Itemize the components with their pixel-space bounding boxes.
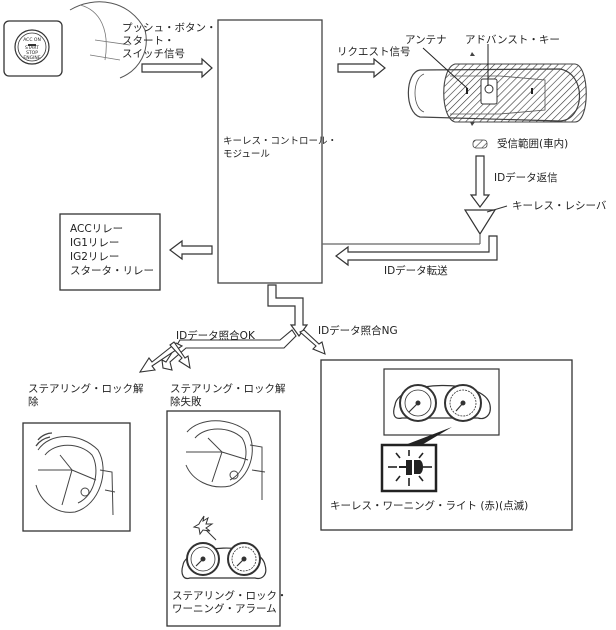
relays-list: ACCリレー IG1リレー IG2リレー スタータ・リレー [70,222,154,278]
id-ng-label: IDデータ照合NG [318,325,398,337]
relay-acc: ACCリレー [70,223,124,235]
push-button-signal-line-2: スタート・ [122,35,175,47]
relay-starter: スタータ・リレー [70,265,154,277]
request-signal-arrow [337,57,386,79]
steering-wheel-icon [35,432,116,516]
push-button-text-1: ACC ON [23,38,41,43]
module-label-line-1: キーレス・コントロール・ [223,136,338,147]
id-reply-arrow [469,155,491,208]
push-button-text: ACC ON START STOP ENGINE [22,38,42,61]
warning-burst-icon [192,515,217,541]
antenna-front-icon [466,88,468,94]
branch-arrow [267,284,309,338]
keyless-control-module [217,19,323,284]
keyless-receiver-icon [463,209,497,236]
relay-ig2: IG2リレー [70,251,120,263]
keyless-receiver-label: キーレス・レシーバ [512,200,607,212]
id-transfer-arrow [335,235,498,267]
instrument-cluster-icon [181,542,267,580]
push-button-illustration [3,1,147,79]
request-signal-label: リクエスト信号 [337,46,411,58]
id-ok-arrow [161,329,297,371]
instrument-cluster-ng-icon [393,384,491,422]
push-button-signal-line-1: プッシュ・ボタン・ [122,22,217,34]
id-ok-label: IDデータ照合OK [176,330,255,342]
lock-release-fail-label: ステアリング・ロック解 除失敗 [170,383,286,409]
lock-warning-alarm-label: ステアリング・ロック・ ワーニング・アラーム [172,590,287,616]
keyless-warning-light-icon [388,450,432,486]
relay-ig1: IG1リレー [70,237,120,249]
advanced-key-icon [480,78,498,105]
push-button-text-2: START [25,46,39,51]
steering-wheel-fail-icon [185,420,266,500]
relay-output-arrow [169,239,213,261]
lock-warning-alarm-line-1: ステアリング・ロック・ [172,590,288,602]
lock-release-fail-line-2: 除失敗 [170,396,202,408]
push-button-text-4: ENGINE [23,56,41,61]
lock-release-fail-line-1: ステアリング・ロック解 [170,383,286,395]
callout-wedge [405,427,452,446]
push-button-signal-label: プッシュ・ボタン・ スタート・ スイッチ信号 [122,22,217,61]
antenna-leader [422,47,469,90]
antenna-label: アンテナ [405,34,447,46]
lock-release-label: ステアリング・ロック解 除 [28,383,144,409]
lock-release-line-2: 除 [28,396,39,408]
reception-range-swatch [472,139,488,149]
antenna-rear-icon [531,88,533,94]
push-signal-arrow [141,57,213,79]
lock-release-fail-arrow [169,341,191,370]
module-label: キーレス・コントロール・ モジュール [223,135,337,161]
id-transfer-label: IDデータ転送 [384,265,448,277]
push-start-button-icon [14,29,50,65]
lock-warning-alarm-line-2: ワーニング・アラーム [172,603,277,615]
advanced-key-label: アドバンスト・キー [465,34,560,46]
keyless-warning-light-label: キーレス・ワーニング・ライト (赤)(点滅) [330,500,529,512]
push-button-signal-line-3: スイッチ信号 [122,48,185,60]
vehicle-top-view [407,52,587,126]
id-reply-label: IDデータ返信 [494,172,558,184]
id-ng-arrow [299,329,326,355]
reception-range-label: 受信範囲(車内) [497,138,569,150]
push-button-text-3: STOP [26,51,38,56]
receiver-leader [486,205,508,213]
module-label-line-2: モジュール [223,149,270,160]
relays-box [59,213,161,291]
lock-release-line-1: ステアリング・ロック解 [28,383,144,395]
